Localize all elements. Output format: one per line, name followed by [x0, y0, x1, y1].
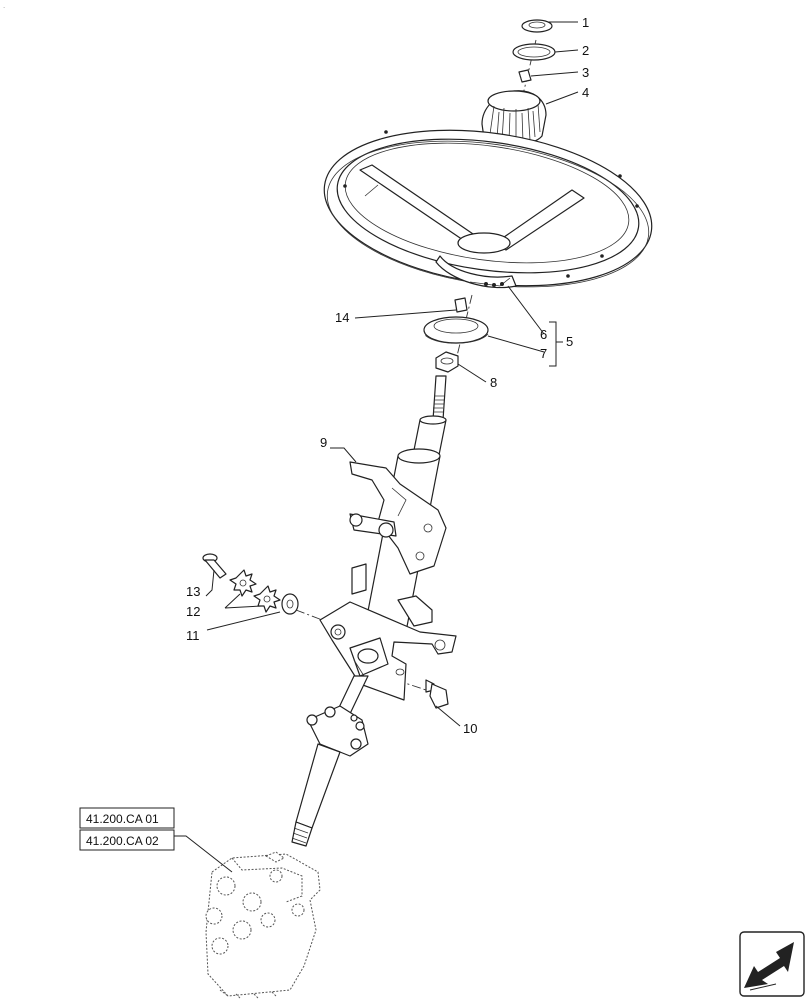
callout-11: 11 [186, 628, 200, 643]
callout-9: 9 [320, 435, 327, 450]
part-ring [512, 43, 556, 61]
reference-boxes[interactable]: 41.200.CA 01 41.200.CA 02 [79, 807, 175, 851]
part-mounting-bolt [425, 679, 449, 709]
callout-14: 14 [335, 310, 349, 325]
callout-labels: 1 2 3 4 5 6 7 8 9 10 11 12 13 14 [186, 15, 589, 736]
part-flat-washer [281, 593, 299, 615]
part-bolt [202, 553, 227, 579]
reference-box-2[interactable] [79, 829, 175, 851]
part-seal [423, 316, 489, 344]
steering-column [291, 375, 457, 847]
part-hub-nut [454, 297, 468, 313]
callout-10: 10 [463, 721, 477, 736]
callout-6: 6 [540, 327, 547, 342]
back-arrow-icon[interactable] [739, 931, 805, 997]
part-cap [521, 19, 553, 33]
callout-8: 8 [490, 375, 497, 390]
callout-1: 1 [582, 15, 589, 30]
callout-5: 5 [566, 334, 573, 349]
leader-lines [174, 21, 579, 873]
callout-2: 2 [582, 43, 589, 58]
part-star-washers [229, 569, 281, 613]
steering-motor-reference [205, 851, 321, 999]
callout-3: 3 [582, 65, 589, 80]
callout-13: 13 [186, 584, 200, 599]
callout-12: 12 [186, 604, 200, 619]
steering-wheel [323, 129, 653, 289]
callout-4: 4 [582, 85, 589, 100]
reference-box-1[interactable] [79, 807, 175, 829]
reference-label-1: 41.200.CA 01 [86, 812, 159, 826]
callout-7: 7 [540, 346, 547, 361]
part-hub-cover [481, 90, 547, 146]
part-small-nut [518, 69, 532, 83]
part-column-nut [435, 351, 459, 373]
corner-mark: . [3, 1, 5, 10]
reference-label-2: 41.200.CA 02 [86, 834, 159, 848]
